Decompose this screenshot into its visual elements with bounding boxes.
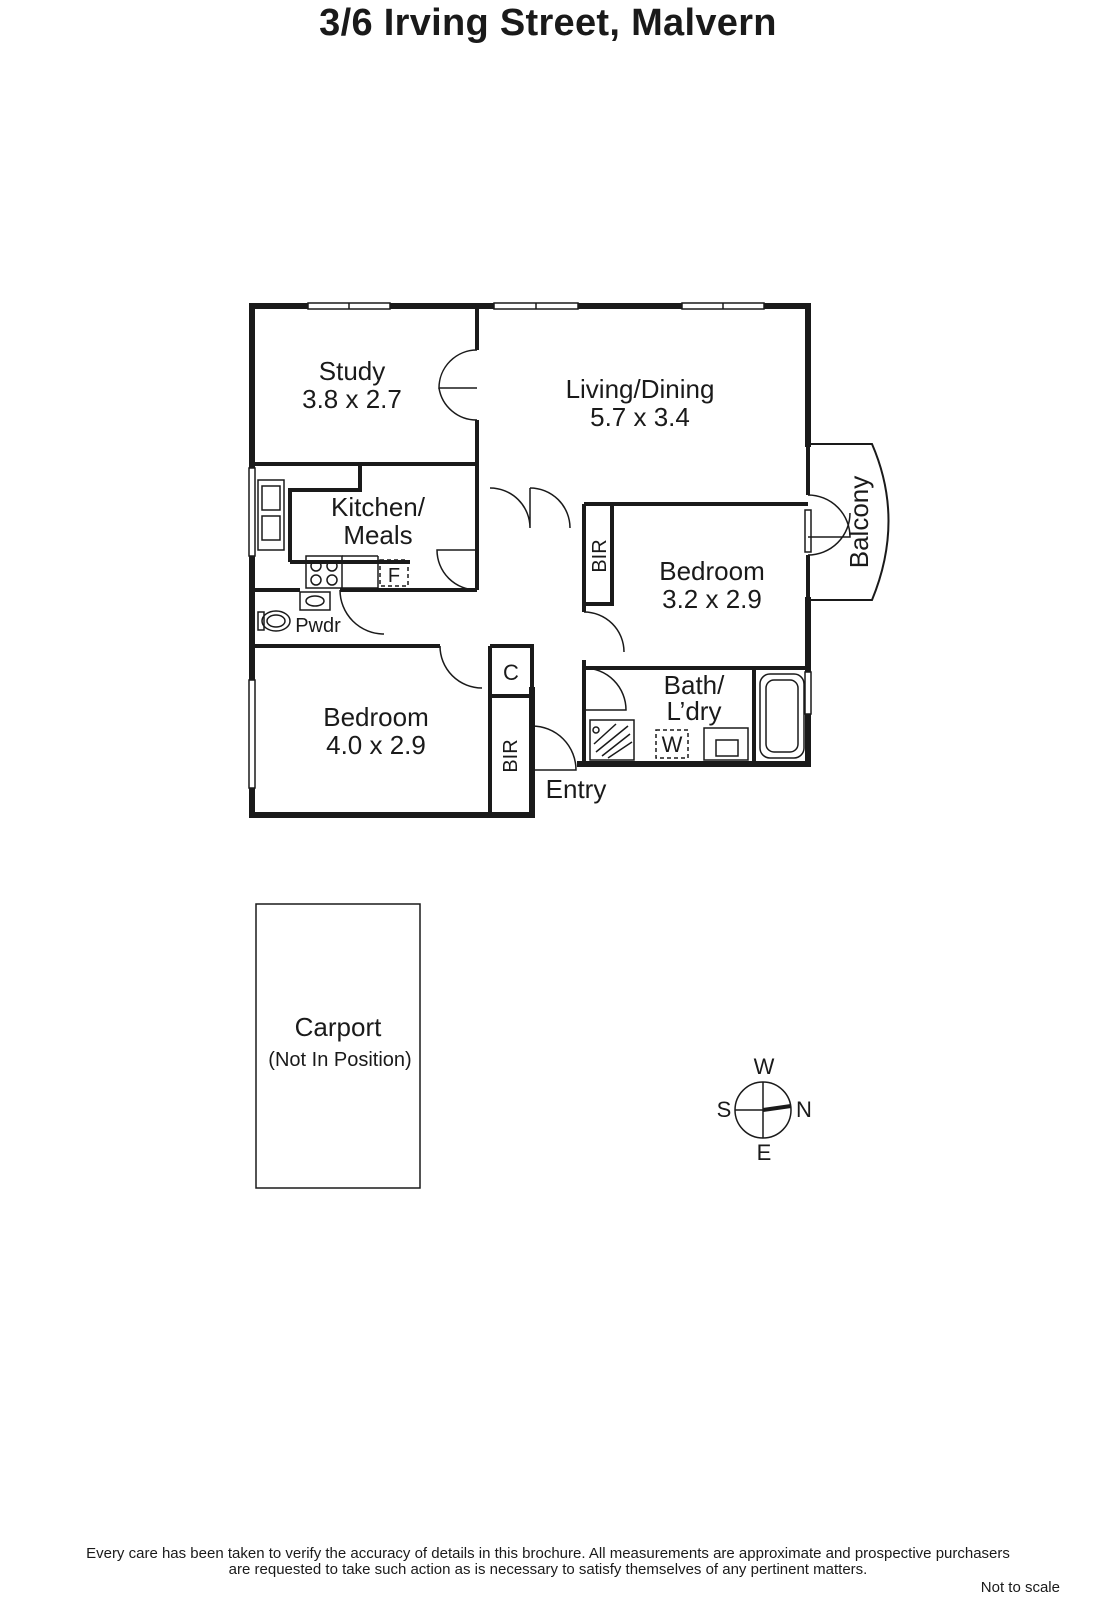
inner-walls (250, 306, 810, 815)
kitchen-label: Kitchen/ (331, 492, 426, 522)
cupboard-label: C (503, 660, 519, 685)
windows (248, 302, 812, 789)
bathtub-icon (759, 673, 805, 759)
balcony (808, 443, 890, 601)
bir-lower-label: BIR (500, 739, 522, 772)
bir-upper-label: BIR (589, 539, 611, 572)
vanity-basin-icon (299, 591, 331, 611)
entry-label: Entry (546, 774, 607, 804)
washer-label: W (662, 732, 683, 757)
fridge-label: F (388, 565, 400, 587)
laundry-label: L’dry (667, 696, 722, 726)
toilet-icon (261, 610, 291, 632)
bedroom-right-label: Bedroom (659, 556, 765, 586)
bathroom-fixtures (257, 610, 805, 761)
study-label: Study (319, 356, 386, 386)
bedroom-left-dimensions: 4.0 x 2.9 (326, 730, 426, 760)
meals-label: Meals (343, 520, 412, 550)
door-swings (339, 349, 851, 771)
balcony-label: Balcony (844, 476, 874, 569)
laundry-trough-icon (703, 727, 749, 761)
small-labels: Pwdr F W C (Not In Position) BIR BIR Bal… (268, 476, 874, 1071)
carport-outline (255, 903, 421, 1189)
compass-icon: W S N E (717, 1054, 812, 1165)
living-dining-label: Living/Dining (566, 374, 715, 404)
study-dimensions: 3.8 x 2.7 (302, 384, 402, 414)
compass-s: S (717, 1097, 732, 1122)
compass-w: W (754, 1054, 775, 1079)
carport-note: (Not In Position) (268, 1049, 411, 1071)
disclaimer: Every care has been taken to verify the … (0, 1546, 1096, 1578)
kitchen-fixtures (257, 479, 409, 611)
not-to-scale-note: Not to scale (980, 1579, 1060, 1596)
disclaimer-line-1: Every care has been taken to verify the … (86, 1545, 1010, 1562)
outer-walls (249, 303, 811, 818)
powder-label: Pwdr (295, 615, 341, 637)
shower-icon (589, 719, 635, 761)
compass-n: N (796, 1097, 812, 1122)
disclaimer-line-2: are requested to take such action as is … (228, 1561, 868, 1578)
living-dining-dimensions: 5.7 x 3.4 (590, 402, 690, 432)
fridge-icon (379, 559, 409, 587)
bath-label: Bath/ (664, 670, 725, 700)
bedroom-left-label: Bedroom (323, 702, 429, 732)
carport-label: Carport (295, 1012, 382, 1042)
washer-icon (655, 729, 689, 759)
bedroom-right-dimensions: 3.2 x 2.9 (662, 584, 762, 614)
cooktop-icon (305, 555, 343, 589)
room-labels: Study 3.8 x 2.7 Living/Dining 5.7 x 3.4 … (295, 356, 765, 1042)
compass-e: E (757, 1140, 772, 1165)
property-address-title: 3/6 Irving Street, Malvern (319, 2, 777, 44)
sink-icon (257, 479, 285, 551)
